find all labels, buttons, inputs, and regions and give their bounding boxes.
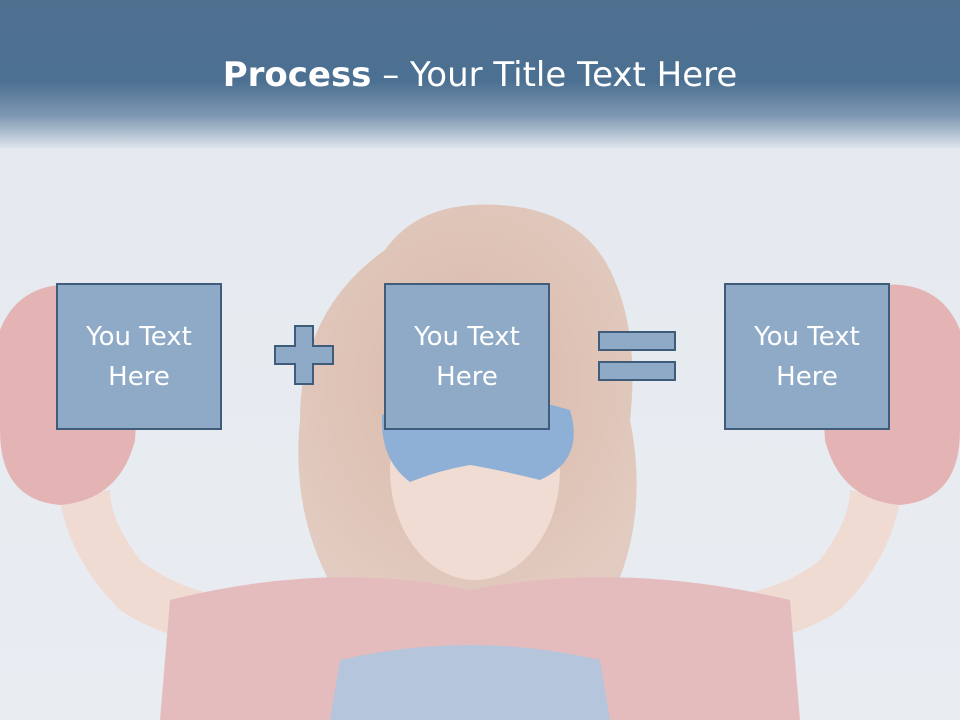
process-box-3-text: You Text Here (754, 321, 860, 392)
title-rest: – Your Title Text Here (371, 55, 738, 95)
process-box-1-text: You Text Here (86, 321, 192, 392)
title-bold: Process (222, 55, 372, 95)
process-box-2-text: You Text Here (414, 321, 520, 392)
slide-title: Process – Your Title Text Here (0, 52, 960, 98)
plus-icon (274, 325, 334, 385)
process-box-1[interactable]: You Text Here (56, 283, 222, 430)
process-box-3[interactable]: You Text Here (724, 283, 890, 430)
equals-icon (598, 331, 676, 381)
title-bar (0, 0, 960, 148)
process-box-2[interactable]: You Text Here (384, 283, 550, 430)
